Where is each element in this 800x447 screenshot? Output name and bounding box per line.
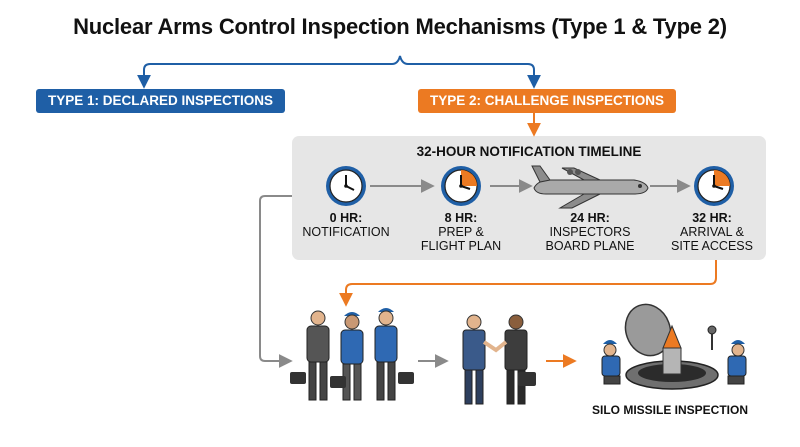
- silo-caption: SILO MISSILE INSPECTION: [591, 403, 749, 417]
- inspector-1: [290, 310, 330, 401]
- stage-2-desc-1: INSPECTORS: [549, 225, 631, 239]
- clock-icon: [326, 166, 366, 206]
- page-title: Nuclear Arms Control Inspection Mechanis…: [73, 14, 727, 39]
- type2-label: TYPE 2: CHALLENGE INSPECTIONS: [418, 89, 677, 113]
- timeline-to-bottom-arrow: [339, 260, 717, 307]
- stage-1-hour: 8 HR:: [444, 211, 478, 225]
- inspector-2: [330, 312, 364, 401]
- stage-0-label: 0 HR: NOTIFICATION: [296, 211, 396, 239]
- timeline-panel: [292, 136, 766, 260]
- stage-1-desc-2: FLIGHT PLAN: [420, 239, 502, 253]
- stage-2-label: 24 HR: INSPECTORS BOARD PLANE: [535, 211, 645, 253]
- stage-2-hour: 24 HR:: [570, 211, 610, 225]
- stage-3-desc-2: SITE ACCESS: [671, 239, 753, 253]
- missile-silo-icon: [601, 303, 747, 390]
- airplane-icon: [531, 165, 649, 209]
- stage-0-hour: 0 HR:: [329, 211, 363, 225]
- stage-3-label: 32 HR: ARRIVAL & SITE ACCESS: [662, 211, 762, 253]
- clock-icon: [441, 166, 481, 206]
- stage-3-desc-1: ARRIVAL &: [680, 225, 744, 239]
- stage-1-desc-1: PREP &: [438, 225, 484, 239]
- type1-label: TYPE 1: DECLARED INSPECTIONS: [36, 89, 286, 113]
- handshake-icon: [462, 314, 536, 405]
- inspector-3: [374, 308, 414, 401]
- stage-1-label: 8 HR: PREP & FLIGHT PLAN: [411, 211, 511, 253]
- stage-2-desc-2: BOARD PLANE: [545, 239, 635, 253]
- clock-icon: [694, 166, 734, 206]
- stage-0-desc: NOTIFICATION: [302, 225, 390, 239]
- gray-bypass-arrow: [259, 195, 293, 368]
- stage-3-hour: 32 HR:: [692, 211, 732, 225]
- inspector-team-icon: [290, 308, 414, 401]
- title-brace: [137, 55, 541, 89]
- brace-path: [143, 55, 535, 86]
- timeline-title: 32-HOUR NOTIFICATION TIMELINE: [416, 144, 642, 159]
